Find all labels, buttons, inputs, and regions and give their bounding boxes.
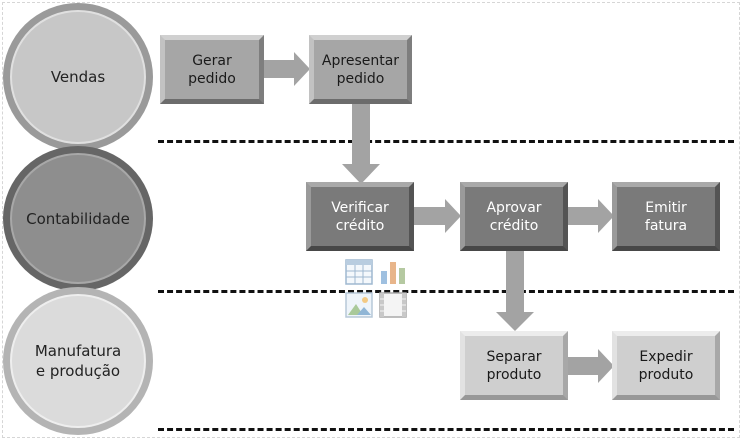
lane-manufatura-line1: Manufatura (34, 342, 122, 360)
video-icon[interactable] (379, 292, 407, 318)
step-separar-produto-line2: produto (486, 366, 542, 383)
lane-divider-middle (158, 290, 734, 293)
step-apresentar-pedido-line1: Apresentar (321, 52, 400, 69)
step-emitir-fatura: Emitir fatura (612, 182, 720, 251)
arrow-aprovar-to-emitir (566, 199, 614, 233)
lane-manufatura-line2: e produção (35, 362, 121, 380)
lane-contabilidade-label: Contabilidade (26, 209, 130, 228)
arrow-separar-to-expedir (566, 349, 614, 383)
chart-icon[interactable] (379, 259, 407, 285)
step-expedir-produto-line1: Expedir (639, 348, 693, 365)
step-apresentar-pedido-line2: pedido (336, 70, 385, 87)
step-apresentar-pedido: Apresentar pedido (309, 35, 412, 104)
step-emitir-fatura-line1: Emitir (645, 199, 687, 216)
image-icon[interactable] (345, 292, 373, 318)
step-verificar-credito-line1: Verificar (331, 199, 389, 216)
step-aprovar-credito: Aprovar crédito (460, 182, 568, 251)
lane-vendas: Vendas (3, 3, 153, 151)
lane-divider-bottom (158, 428, 734, 431)
step-gerar-pedido-line1: Gerar (192, 52, 232, 69)
step-expedir-produto-line2: produto (638, 366, 694, 383)
lane-contabilidade: Contabilidade (3, 146, 153, 291)
lane-manufatura: Manufatura e produção (3, 287, 153, 435)
arrow-gerar-to-apresentar (262, 52, 310, 86)
step-gerar-pedido-line2: pedido (188, 70, 236, 87)
table-icon[interactable] (345, 259, 373, 285)
step-verificar-credito-line2: crédito (335, 217, 385, 234)
step-separar-produto-line1: Separar (486, 348, 542, 365)
diagram-frame (2, 2, 740, 438)
lane-vendas-label: Vendas (50, 68, 106, 86)
step-aprovar-credito-line2: crédito (489, 217, 539, 234)
step-verificar-credito: Verificar crédito (306, 182, 414, 251)
step-aprovar-credito-line1: Aprovar (486, 199, 542, 216)
lane-manufatura-label: Manufatura e produção (35, 341, 121, 381)
arrow-aprovar-to-separar (496, 250, 534, 331)
step-gerar-pedido: Gerar pedido (160, 35, 264, 104)
step-separar-produto: Separar produto (460, 331, 568, 400)
step-expedir-produto: Expedir produto (612, 331, 720, 400)
arrow-apresentar-to-verificar (342, 104, 380, 184)
step-emitir-fatura-line2: fatura (644, 217, 688, 234)
lane-divider-top (158, 140, 734, 143)
arrow-verificar-to-aprovar (413, 199, 461, 233)
